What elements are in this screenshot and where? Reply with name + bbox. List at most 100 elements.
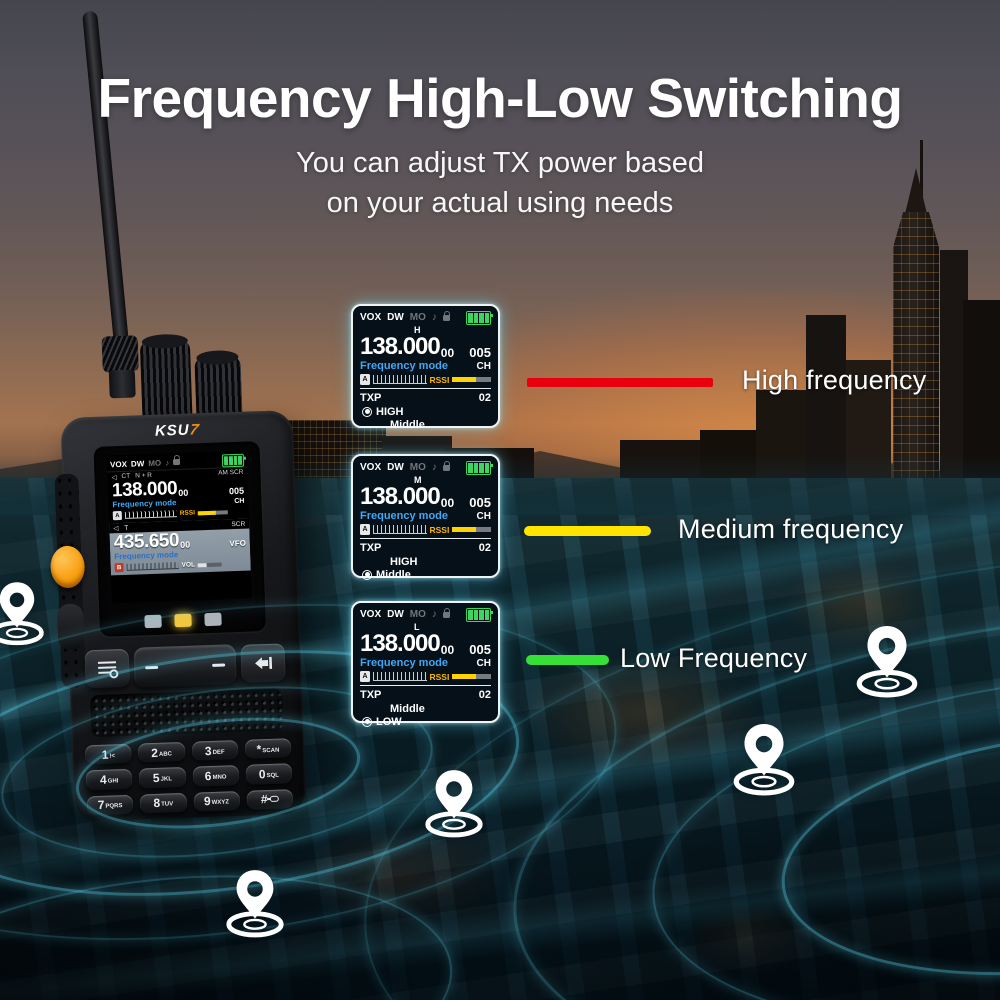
divider <box>360 538 491 539</box>
channel-number: 005 <box>228 485 245 497</box>
speaker-grille <box>90 688 284 738</box>
rssi-bar <box>452 527 491 532</box>
txp-option: Middle <box>360 418 491 431</box>
divider <box>360 685 491 686</box>
menu-icon <box>97 660 119 679</box>
mo-flag: MO <box>409 462 426 473</box>
brand-logo: KSU7 <box>61 418 293 443</box>
location-pin-icon <box>0 582 44 646</box>
exit-button <box>240 643 286 683</box>
frequency-decimals: 00 <box>440 346 455 360</box>
battery-icon <box>221 453 245 467</box>
led-left <box>143 614 162 629</box>
scale-ticks <box>126 562 179 571</box>
battery-icon <box>466 460 493 475</box>
band-badge: A <box>360 524 371 535</box>
music-note-icon: ♪ <box>431 462 437 473</box>
band-a-section: ◁ CT N + R AM SCR 138.000 00 005 Frequen… <box>107 466 249 521</box>
txp-option-label: Middle <box>390 418 425 431</box>
medium-frequency-label: Medium frequency <box>678 514 904 544</box>
scale-ticks <box>373 525 427 534</box>
frequency-a-decimals: 00 <box>178 487 189 499</box>
channel-unit: CH <box>234 497 245 505</box>
txp-option-label: Middle <box>390 702 425 715</box>
radio-selected-icon <box>362 569 372 580</box>
side-button <box>56 603 85 651</box>
dw-flag: DW <box>387 609 404 620</box>
indicator-leds <box>99 611 265 630</box>
channel-number: 005 <box>469 495 491 510</box>
scale-ticks <box>373 672 427 681</box>
vol-bar <box>197 562 223 567</box>
rssi-bar <box>197 509 229 515</box>
music-note-icon: ♪ <box>431 609 437 620</box>
radio-selected-icon <box>362 406 372 417</box>
rocker-minus-left <box>145 665 159 669</box>
txp-value: 02 <box>478 542 491 554</box>
channel-unit: CH <box>476 510 491 522</box>
txp-option: HIGH <box>360 405 491 418</box>
channel-number: 005 <box>469 642 491 657</box>
txp-option-label: HIGH <box>390 555 418 568</box>
mode-label: Frequency mode <box>360 510 449 522</box>
am-scr-flags: AM SCR <box>218 468 244 477</box>
frequency-a: 138.000 <box>111 478 178 502</box>
lock-icon <box>442 607 450 618</box>
band-a-badge: A <box>112 510 123 521</box>
volume-knob <box>194 355 243 420</box>
txp-option: HIGH <box>360 555 491 568</box>
page-title: Frequency High-Low Switching <box>97 67 903 129</box>
mo-flag: MO <box>409 609 426 620</box>
brand-accent: 7 <box>188 421 201 439</box>
mode-label: Frequency mode <box>114 550 179 562</box>
status-bar: VOX DW MO ♪ <box>360 310 493 325</box>
rssi-label: RSSI <box>429 671 450 682</box>
txp-option-label: Middle <box>376 568 411 581</box>
rocker-minus-right <box>212 662 226 667</box>
dw-flag: DW <box>387 462 404 473</box>
dw-flag: DW <box>130 458 145 469</box>
txp-value: 02 <box>478 689 491 701</box>
txp-option-label: HIGH <box>376 405 404 418</box>
low-frequency-label: Low Frequency <box>620 643 808 673</box>
vox-flag: VOX <box>109 459 128 469</box>
txp-label: TXP <box>360 392 382 404</box>
menu-button <box>84 648 130 689</box>
status-bar: VOX DW MO ♪ <box>360 460 493 475</box>
frequency-b: 435.650 <box>113 530 180 554</box>
high-frequency-line <box>527 378 713 387</box>
screen-card-medium: VOX DW MO ♪ M 138.000 00 005 Frequency m… <box>351 454 500 581</box>
radio-body: KSU7 VOX DW MO ♪ ◁ CT <box>49 409 307 822</box>
music-note-icon: ♪ <box>164 457 170 467</box>
screen-card-high: VOX DW MO ♪ H 138.000 00 005 Frequency m… <box>351 304 500 431</box>
subtitle-line-2: on your actual using needs <box>326 187 674 219</box>
mode-label: Frequency mode <box>360 360 449 372</box>
channel-knob <box>139 339 193 422</box>
vox-flag: VOX <box>360 609 382 620</box>
band-badge: A <box>360 374 371 385</box>
rssi-label: RSSI <box>429 374 450 385</box>
vol-label: VOL <box>181 561 196 569</box>
rssi-label: RSSI <box>429 524 450 535</box>
band-b-section: ◁ T SCR 435.650 00 VFO Frequency mode <box>109 518 251 576</box>
txp-option-label: LOW <box>376 715 402 728</box>
key-lock-icon <box>269 796 279 803</box>
radio-selected-icon <box>362 716 372 727</box>
frequency-b-decimals: 00 <box>179 539 191 550</box>
scr-flag: SCR <box>231 520 246 528</box>
frequency-value: 138.000 <box>360 630 441 657</box>
mode-label: Frequency mode <box>112 498 177 510</box>
page-subtitle: You can adjust TX power based on your ac… <box>0 143 1000 223</box>
key-star-scan: *SCAN <box>244 738 292 760</box>
brand-text: KSU <box>154 421 190 440</box>
device-screen: VOX DW MO ♪ ◁ CT N + R AM SCR <box>106 450 252 604</box>
band-b-badge: B <box>114 562 124 573</box>
rssi-bar <box>452 674 491 679</box>
band-badge: A <box>360 671 371 682</box>
divider <box>360 388 491 389</box>
